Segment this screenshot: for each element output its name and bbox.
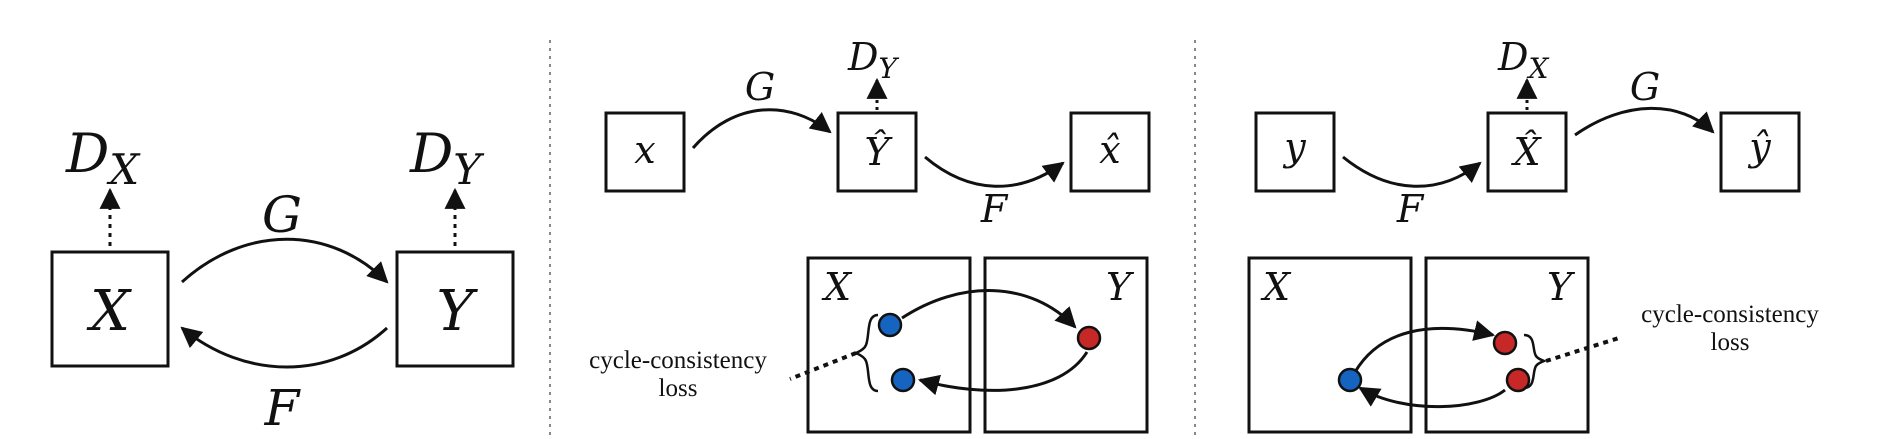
red-point-reconstructed (1505, 367, 1531, 393)
loss-brace (853, 313, 879, 393)
mapping-f-label: F (1396, 187, 1425, 231)
mapping-f-arrow (180, 326, 389, 369)
backward-arrow (917, 351, 1089, 396)
loss-label-line1: cycle-consistency (1641, 301, 1819, 328)
input-y-box (1254, 111, 1336, 193)
domain-y-label: Y (437, 279, 479, 344)
reconstructed-x-box (1069, 111, 1151, 193)
backward-arrow (1358, 386, 1506, 409)
mapping-g-arrow (691, 108, 832, 149)
mapping-g-arrow (180, 237, 389, 284)
space-y-box (1424, 256, 1590, 434)
space-x-label: X (821, 265, 853, 309)
blue-point-reconstructed (890, 367, 916, 393)
reconstructed-y-box (1719, 111, 1801, 193)
reconstructed-y-label: ŷ (1747, 125, 1771, 169)
input-y-label: y (1282, 125, 1306, 169)
input-x-box (604, 111, 686, 193)
blue-point (1337, 367, 1363, 393)
panel-left: X Y G F DX DY (50, 122, 515, 437)
mapping-f-arrow (1342, 155, 1482, 188)
translated-y-label: Ŷ (864, 130, 893, 174)
translated-x-box (1486, 111, 1568, 193)
mapping-f-arrow (924, 155, 1065, 188)
red-point (1076, 325, 1102, 351)
loss-pointer (1545, 335, 1623, 363)
loss-label-line2: loss (1711, 329, 1750, 356)
mapping-f-label: F (264, 379, 302, 437)
loss-label-line2: loss (659, 375, 698, 402)
mapping-g-label: G (262, 186, 302, 244)
forward-arrow (901, 289, 1077, 329)
disc-x-label: DX (65, 122, 141, 194)
reconstructed-x-label: x̂ (1099, 128, 1120, 172)
forward-arrow (1353, 320, 1496, 373)
domain-x-label: X (86, 279, 132, 344)
mapping-g-arrow (1574, 106, 1715, 137)
loss-pointer (789, 351, 857, 381)
panel-right: y X̂ ŷ F G DX X Y cycle-consistency loss (1247, 35, 1819, 434)
space-y-label: Y (1547, 265, 1576, 309)
space-x-label: X (1260, 265, 1292, 309)
panel-middle: x Ŷ x̂ G F DY X Y cycle-consistency loss (589, 35, 1151, 434)
space-y-box (983, 256, 1149, 434)
disc-y-label: DY (847, 35, 899, 85)
red-point-original (1492, 330, 1518, 356)
mapping-g-label: G (1630, 65, 1660, 109)
disc-y-label: DY (409, 122, 485, 194)
translated-x-label: X̂ (1510, 130, 1542, 174)
input-x-label: x (634, 128, 655, 172)
loss-label-line1: cycle-consistency (589, 347, 767, 374)
space-x-box (806, 256, 972, 434)
space-y-label: Y (1106, 265, 1135, 309)
mapping-f-label: F (980, 187, 1009, 231)
blue-point-original (877, 312, 903, 338)
domain-x-box (50, 250, 170, 368)
loss-brace (1523, 333, 1547, 390)
domain-y-box (395, 250, 515, 368)
disc-x-label: DX (1497, 35, 1549, 85)
space-x-box (1247, 256, 1413, 434)
translated-y-box (836, 111, 918, 193)
mapping-g-label: G (745, 65, 775, 109)
